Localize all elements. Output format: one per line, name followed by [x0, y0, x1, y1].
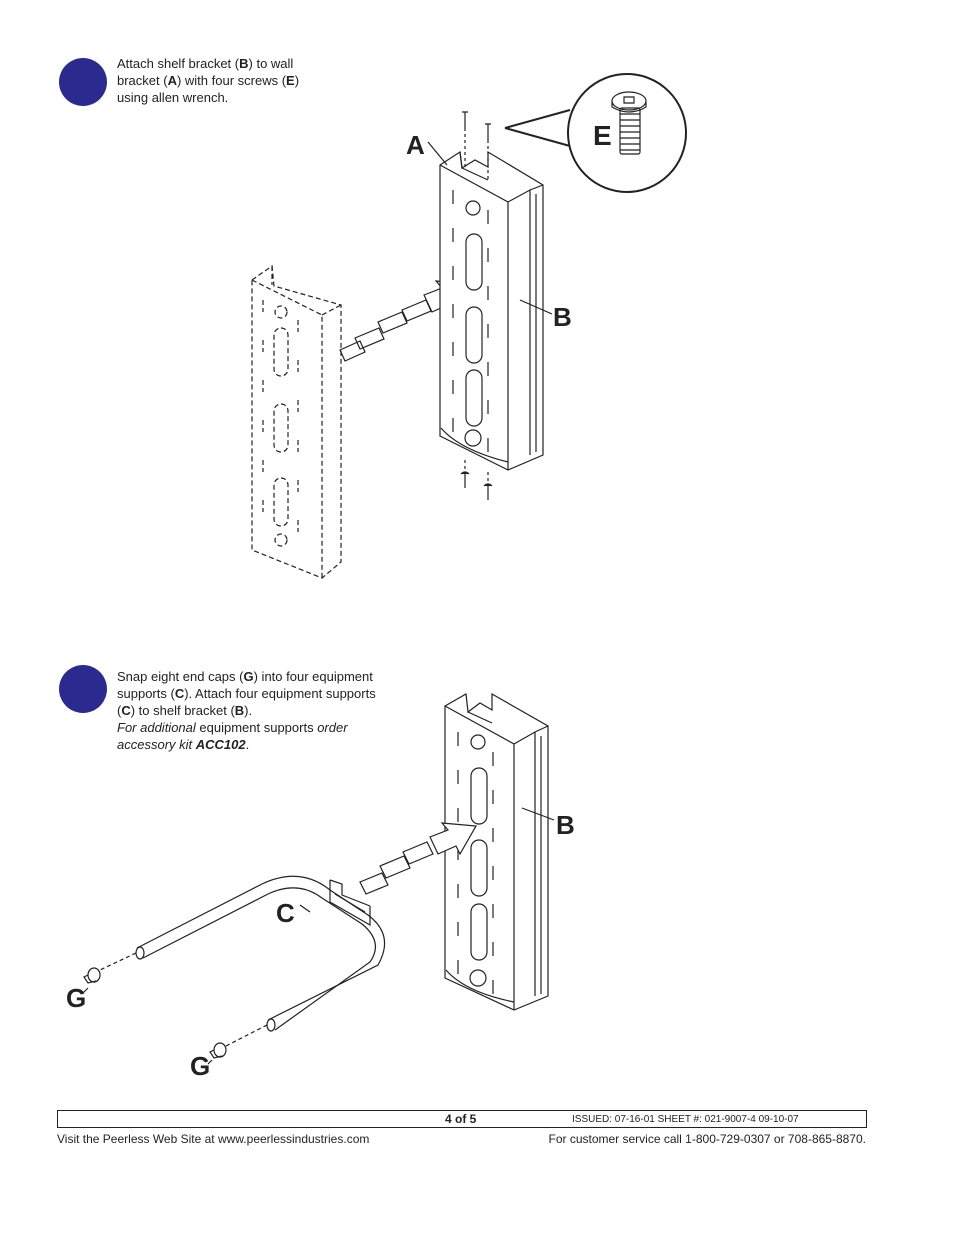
end-caps-g	[81, 952, 268, 1065]
step-2-marker	[59, 665, 107, 713]
screw-e-callout	[504, 73, 687, 193]
label-a: A	[406, 130, 425, 160]
screws-e	[460, 111, 493, 500]
label-g-2: G	[190, 1051, 210, 1081]
shelf-bracket-b-step-2	[444, 692, 555, 1011]
website-note: Visit the Peerless Web Site at www.peerl…	[57, 1132, 370, 1146]
wall-bracket-a-outline	[251, 264, 342, 579]
label-g-1: G	[66, 983, 86, 1013]
step-1-marker	[59, 58, 107, 106]
step-1-instructions: Attach shelf bracket (B) to wall bracket…	[117, 56, 300, 105]
label-b-step-2: B	[556, 810, 575, 840]
assembly-illustration: A B E B C G G	[66, 73, 687, 1081]
customer-service-note: For customer service call 1-800-729-0307…	[548, 1132, 866, 1146]
step-2-direction-arrow	[359, 822, 477, 895]
shelf-bracket-b-step-1	[427, 141, 553, 471]
label-b: B	[553, 302, 572, 332]
issue-info: ISSUED: 07-16-01 SHEET #: 021-9007-4 09-…	[572, 1114, 799, 1125]
label-c: C	[276, 898, 295, 928]
equipment-support-c	[135, 875, 386, 1032]
page-number: 4 of 5	[445, 1112, 477, 1126]
label-e: E	[593, 120, 612, 151]
step-2-instructions: Snap eight end caps (G) into four equipm…	[117, 669, 376, 752]
footer-bar	[57, 1110, 867, 1128]
